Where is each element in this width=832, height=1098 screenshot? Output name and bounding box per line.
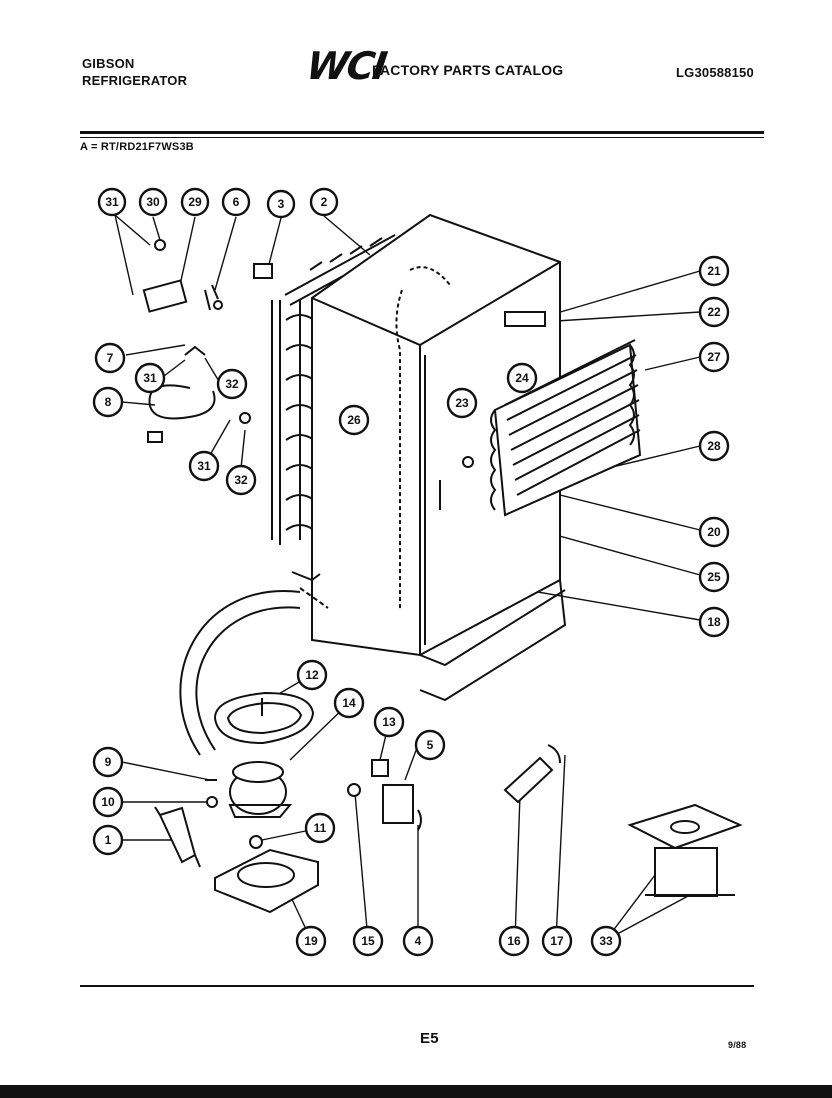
callout-label: 30 <box>146 195 160 209</box>
callout-20: 20 <box>698 516 730 548</box>
fan-motor <box>205 761 293 818</box>
callout-label: 7 <box>107 351 114 365</box>
callout-label: 11 <box>314 821 327 835</box>
callout-32: 32 <box>216 368 248 400</box>
callout-label: 18 <box>707 615 721 629</box>
brand-name: GIBSON <box>82 56 135 71</box>
callout-label: 9 <box>105 755 112 769</box>
callout-label: 16 <box>507 934 521 948</box>
callout-1: 1 <box>92 824 124 856</box>
callout-3: 3 <box>266 189 296 219</box>
callout-label: 5 <box>427 738 434 752</box>
callout-label: 20 <box>707 525 721 539</box>
callout-label: 27 <box>707 350 721 364</box>
control-parts <box>142 239 273 443</box>
callout-27: 27 <box>698 341 730 373</box>
callout-label: 6 <box>233 195 240 209</box>
callout-6: 6 <box>221 187 251 217</box>
callout-label: 1 <box>105 833 112 847</box>
callout-19: 19 <box>295 925 327 957</box>
callout-4: 4 <box>402 925 434 957</box>
callout-31: 31 <box>97 187 127 217</box>
callout-label: 2 <box>321 195 328 209</box>
callout-label: 31 <box>197 459 211 473</box>
refrigerator-cabinet <box>291 213 567 702</box>
catalog-code: LG30588150 <box>676 65 754 80</box>
callout-25: 25 <box>698 561 730 593</box>
callout-13: 13 <box>373 706 405 738</box>
relay-overload <box>347 759 422 831</box>
footer-rule <box>80 985 754 987</box>
product-type: REFRIGERATOR <box>82 73 188 88</box>
callout-33: 33 <box>590 925 622 957</box>
callout-label: 29 <box>188 195 202 209</box>
callout-label: 19 <box>304 934 318 948</box>
callout-11: 11 <box>304 812 336 844</box>
evaporator <box>439 339 642 517</box>
callout-22: 22 <box>698 296 730 328</box>
callout-label: 25 <box>707 570 721 584</box>
catalog-title: FACTORY PARTS CATALOG <box>372 62 564 78</box>
callout-label: 14 <box>342 696 356 710</box>
callout-31: 31 <box>134 362 166 394</box>
callout-label: 8 <box>105 395 112 409</box>
callout-label: 24 <box>515 371 529 385</box>
callout-28: 28 <box>698 430 730 462</box>
callout-32: 32 <box>225 464 257 496</box>
compressor <box>627 803 743 897</box>
callout-label: 4 <box>415 934 422 948</box>
scan-edge-bar <box>0 1085 832 1098</box>
callout-31: 31 <box>188 450 220 482</box>
callout-label: 21 <box>707 264 721 278</box>
callout-21: 21 <box>698 255 730 287</box>
callout-label: 12 <box>305 668 319 682</box>
callout-5: 5 <box>414 729 446 761</box>
callout-17: 17 <box>541 925 573 957</box>
callout-18: 18 <box>698 606 730 638</box>
drain-pan <box>213 691 315 745</box>
callout-26: 26 <box>338 404 370 436</box>
callout-label: 33 <box>599 934 613 948</box>
callout-label: 31 <box>105 195 119 209</box>
callout-8: 8 <box>92 386 124 418</box>
filter-drier <box>154 806 201 868</box>
callout-label: 3 <box>278 197 285 211</box>
callout-label: 22 <box>707 305 721 319</box>
motor-bracket <box>214 835 319 914</box>
header-rule-thin <box>80 137 764 138</box>
callout-2: 2 <box>309 187 339 217</box>
callout-label: 32 <box>234 473 248 487</box>
callout-label: 15 <box>361 934 375 948</box>
callout-label: 10 <box>101 795 115 809</box>
drain-tube <box>179 587 329 756</box>
callout-label: 28 <box>707 439 721 453</box>
callout-9: 9 <box>92 746 124 778</box>
callout-14: 14 <box>333 687 365 719</box>
callout-29: 29 <box>180 187 210 217</box>
page-number: E5 <box>420 1030 439 1047</box>
callout-16: 16 <box>498 925 530 957</box>
callout-label: 17 <box>550 934 564 948</box>
callout-24: 24 <box>506 362 538 394</box>
callout-7: 7 <box>94 342 126 374</box>
callout-30: 30 <box>138 187 168 217</box>
callout-label: 32 <box>225 377 239 391</box>
header-rule-thick <box>80 131 764 134</box>
model-number: A = RT/RD21F7WS3B <box>80 141 194 153</box>
revision-date: 9/88 <box>728 1040 747 1050</box>
callout-23: 23 <box>446 387 478 419</box>
callout-12: 12 <box>296 659 328 691</box>
callout-label: 23 <box>455 396 469 410</box>
callout-label: 13 <box>382 715 396 729</box>
callout-label: 31 <box>143 371 157 385</box>
callout-15: 15 <box>352 925 384 957</box>
callout-10: 10 <box>92 786 124 818</box>
callout-label: 26 <box>347 413 361 427</box>
capacitor <box>503 744 561 804</box>
